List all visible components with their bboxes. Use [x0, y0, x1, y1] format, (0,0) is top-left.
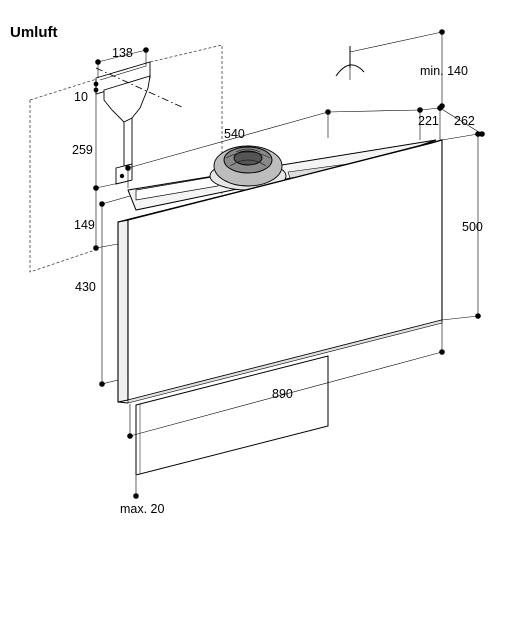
dim-width: 540	[224, 127, 245, 141]
dim-ceiling-clearance: min. 140	[420, 64, 468, 78]
dimension-dots	[93, 29, 485, 499]
dim-height: 500	[462, 220, 483, 234]
fan-motor	[209, 145, 287, 191]
dim-bracket-width: 138	[112, 46, 133, 60]
diagram-title: Umluft	[10, 24, 58, 41]
dim-bracket-height: 259	[72, 143, 93, 157]
mounting-bracket	[95, 61, 151, 185]
dim-total-width: 890	[272, 387, 293, 401]
dim-bottom-clearance: max. 20	[120, 502, 165, 516]
center-axis	[95, 67, 185, 109]
dim-panel-lower-height: 430	[75, 280, 96, 294]
dim-depth-top: 221	[418, 114, 439, 128]
dim-depth-total: 262	[454, 114, 475, 128]
dimension-lines	[95, 31, 483, 496]
dim-lower-gap: 149	[74, 218, 95, 232]
dim-bracket-offset: 10	[74, 90, 88, 104]
hood-lower-body	[135, 355, 329, 476]
front-panel	[117, 139, 443, 404]
ceiling-symbol	[335, 46, 365, 77]
